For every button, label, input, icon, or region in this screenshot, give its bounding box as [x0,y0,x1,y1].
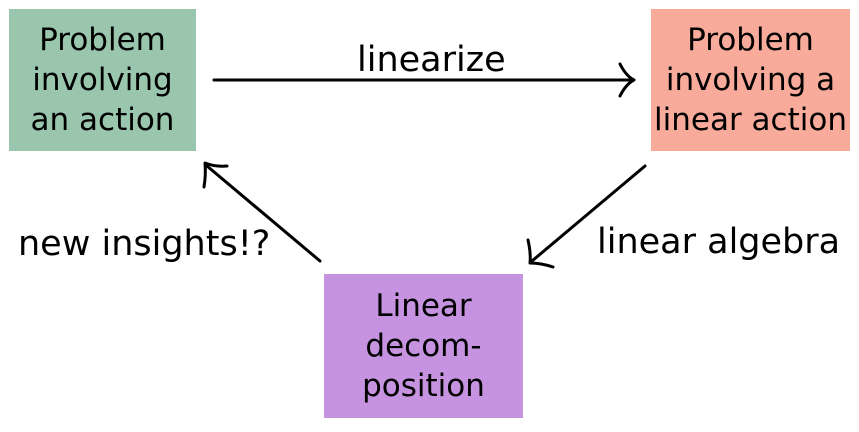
node-linear-problem-line: linear action [654,102,847,138]
node-decomposition-line: position [362,368,485,404]
node-linear-problem-line: involving a [665,62,836,98]
edge-label-linear-algebra: linear algebra [597,222,841,262]
node-decomposition-line: decom- [365,328,482,364]
node-action-problem-line: an action [30,102,175,138]
arrow-new-insights [202,161,322,263]
arrow-linearize [212,62,636,98]
node-action-problem: Problem involving an action [9,9,196,151]
node-decomposition: Linear decom- position [324,274,523,418]
node-linear-problem-line: Problem [687,22,814,58]
edge-label-new-insights: new insights!? [18,224,271,264]
node-action-problem-line: Problem [39,22,166,58]
node-action-problem-line: involving [32,62,173,98]
arrow-linear-algebra [526,164,647,269]
node-decomposition-line: Linear [375,288,472,324]
edge-label-linearize: linearize [357,40,506,80]
node-linear-problem: Problem involving a linear action [651,9,850,151]
